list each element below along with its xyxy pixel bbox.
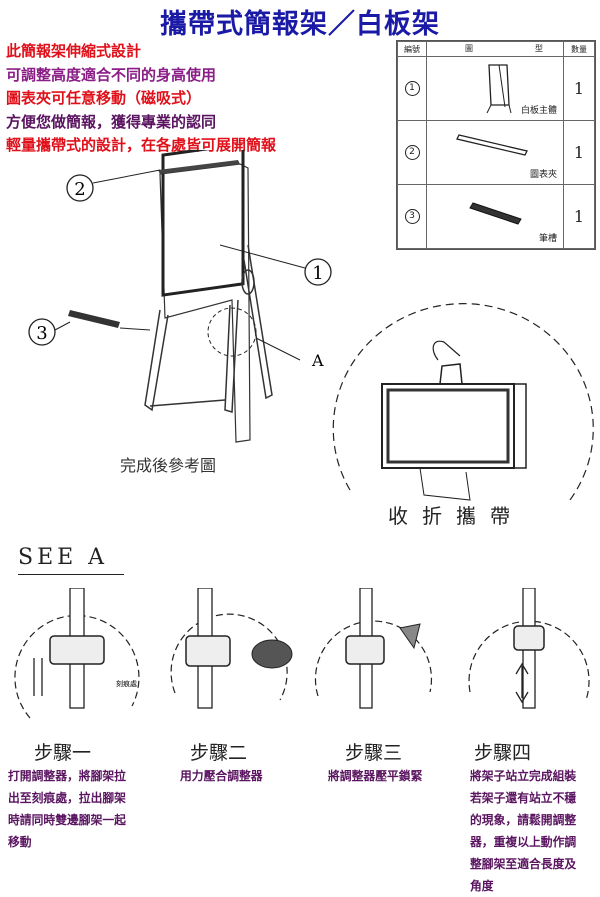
easel-diagram: 2 1 3 A bbox=[28, 150, 332, 443]
board-frame bbox=[161, 150, 245, 297]
front-right-leg bbox=[224, 299, 239, 413]
rear-leg bbox=[243, 244, 273, 400]
feature-line: 可調整高度適合不同的身高使用 bbox=[6, 65, 217, 84]
clip-part-icon bbox=[456, 134, 528, 156]
part-qty: 1 bbox=[563, 184, 595, 249]
press-arrow-icon bbox=[399, 623, 421, 650]
part-number: 1 bbox=[397, 56, 427, 122]
step4-description: 將架子站立完成組裝若架子還有站立不穩 的現象，請鬆開調整器，重複以上動作調 整腳… bbox=[470, 769, 577, 893]
part-name: 筆槽 bbox=[538, 234, 557, 244]
see-label: SEE A bbox=[18, 545, 109, 570]
step2-figure bbox=[170, 588, 293, 709]
feature-line: 方便您做簡報，獲得專業的認同 bbox=[6, 112, 217, 131]
step1-title: 步驟一 bbox=[34, 742, 92, 764]
part-number: 2 bbox=[397, 120, 427, 186]
pen-tray bbox=[68, 310, 120, 328]
callout-label: 2 bbox=[74, 179, 85, 200]
callout-label: 1 bbox=[312, 263, 323, 284]
part-figure: 圖表夾 bbox=[426, 120, 564, 186]
callout-1 bbox=[304, 258, 332, 286]
step2-title: 步驟二 bbox=[190, 742, 248, 764]
page-title: 攜帶式簡報架／白板架 bbox=[160, 9, 440, 40]
header-qty: 數量 bbox=[563, 40, 595, 58]
header-figure: 圖 型 bbox=[426, 40, 564, 58]
step1-figure: 刻痕處 bbox=[14, 588, 140, 719]
part-figure: 筆槽 bbox=[426, 184, 564, 249]
callout-3 bbox=[28, 318, 56, 346]
fold-detail bbox=[332, 303, 594, 501]
part-number: 3 bbox=[397, 184, 427, 249]
step3-description: 將調整器壓平鎖緊 bbox=[328, 769, 423, 783]
front-left-leg bbox=[144, 309, 169, 412]
step1-description: 打開調整器，將腳架拉出至刻痕處，拉出腳架 時請同時雙邊腳架一起移動 bbox=[8, 769, 126, 849]
feature-line: 圖表夾可任意移動（磁吸式） bbox=[6, 89, 202, 107]
part-qty: 1 bbox=[563, 56, 595, 122]
handle-icon bbox=[439, 363, 463, 385]
step4-title: 步驟四 bbox=[474, 742, 532, 764]
step2-description: 用力壓合調整器 bbox=[180, 769, 263, 783]
part-qty: 1 bbox=[563, 120, 595, 186]
step4-figure bbox=[468, 588, 590, 709]
header-no: 編號 bbox=[397, 40, 427, 58]
callout-label: 3 bbox=[36, 323, 47, 344]
fold-caption: 收折攜帶 bbox=[388, 504, 524, 528]
callout-2 bbox=[66, 174, 94, 202]
diagram-caption: 完成後參考圖 bbox=[120, 456, 217, 475]
part-name: 白板主體 bbox=[520, 106, 557, 117]
see-underline bbox=[18, 574, 124, 575]
step3-title: 步驟三 bbox=[345, 742, 403, 764]
detail-marker-circle bbox=[207, 307, 257, 357]
part-figure: 白板主體 bbox=[426, 56, 564, 122]
parts-table: 編號 圖 型 數量 1 白板主體 1 2 bbox=[396, 40, 596, 250]
tray-part-icon bbox=[469, 202, 522, 225]
folded-board bbox=[381, 383, 515, 469]
thumb-icon bbox=[251, 639, 293, 669]
detail-marker-label: A bbox=[311, 351, 324, 370]
feature-line: 此簡報架伸縮式設計 bbox=[6, 42, 142, 60]
scale-mark-label: 刻痕處 bbox=[116, 679, 137, 688]
top-clip bbox=[158, 160, 240, 174]
updown-arrow-icon bbox=[515, 662, 529, 704]
step-diagrams: 刻痕處 bbox=[14, 588, 590, 719]
feature-list: 此簡報架伸縮式設計 可調整高度適合不同的身高使用 圖表夾可任意移動（磁吸式） 方… bbox=[6, 40, 276, 158]
easel-board bbox=[159, 163, 251, 443]
board-part-icon bbox=[486, 64, 512, 114]
step3-figure bbox=[314, 588, 433, 709]
part-name: 圖表夾 bbox=[529, 170, 557, 181]
